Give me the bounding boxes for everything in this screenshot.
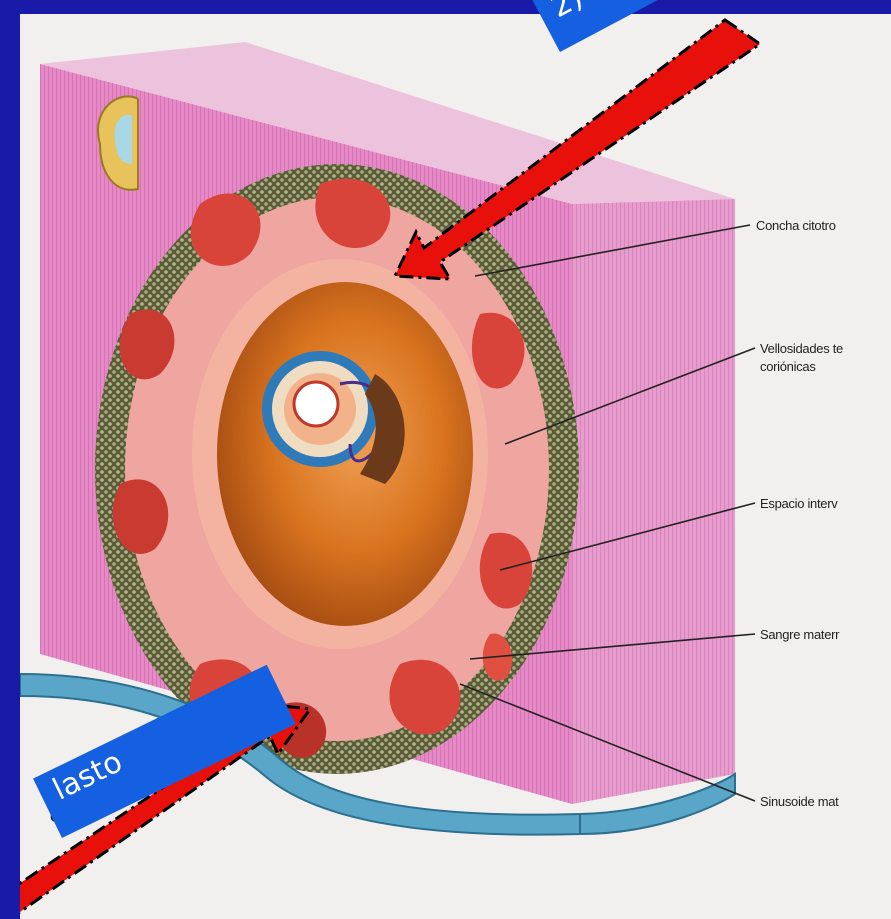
- label-vellosidades: Vellosidades te: [760, 341, 843, 356]
- label-concha-citotrofoblastica: Concha citotro: [756, 218, 836, 233]
- block-side-face: [572, 199, 735, 804]
- label-sinusoide-materno: Sinusoide mat: [760, 794, 838, 809]
- label-sangre-materna: Sangre materr: [760, 627, 839, 642]
- label-corionicas: coriónicas: [760, 359, 816, 374]
- label-espacio-intervelloso: Espacio interv: [760, 496, 837, 511]
